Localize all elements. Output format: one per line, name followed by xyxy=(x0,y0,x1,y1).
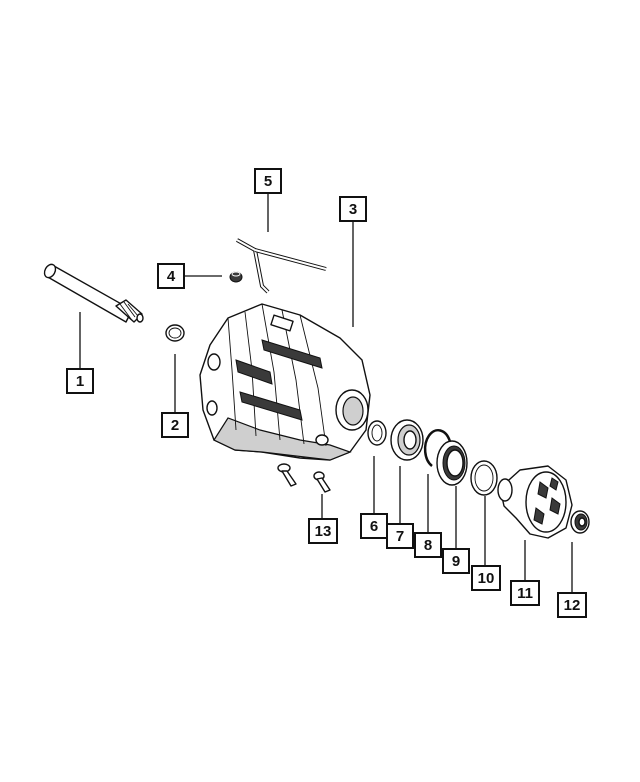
callout-12: 12 xyxy=(557,592,587,618)
washer-part xyxy=(470,460,498,496)
callout-7: 7 xyxy=(386,523,414,549)
callout-2: 2 xyxy=(161,412,189,438)
vent-tube-part xyxy=(236,238,327,294)
callout-9: 9 xyxy=(442,548,470,574)
callout-1: 1 xyxy=(66,368,94,394)
callout-10: 10 xyxy=(471,565,501,591)
housing-part xyxy=(199,303,371,461)
nut-part xyxy=(570,510,590,534)
bearing-part xyxy=(390,419,424,461)
bolts-part xyxy=(277,463,331,493)
o-ring-part xyxy=(165,324,185,342)
callout-13: 13 xyxy=(308,518,338,544)
callout-3: 3 xyxy=(339,196,367,222)
callout-8: 8 xyxy=(414,532,442,558)
callout-4: 4 xyxy=(157,263,185,289)
seal-ring-part xyxy=(367,420,387,446)
input-shaft-part xyxy=(43,263,144,323)
leader-lines xyxy=(79,194,573,592)
second-bearing-part xyxy=(436,440,468,486)
plug-part xyxy=(229,271,243,283)
callout-11: 11 xyxy=(510,580,540,606)
callout-5: 5 xyxy=(254,168,282,194)
differential-case-part xyxy=(497,465,573,539)
callout-6: 6 xyxy=(360,513,388,539)
